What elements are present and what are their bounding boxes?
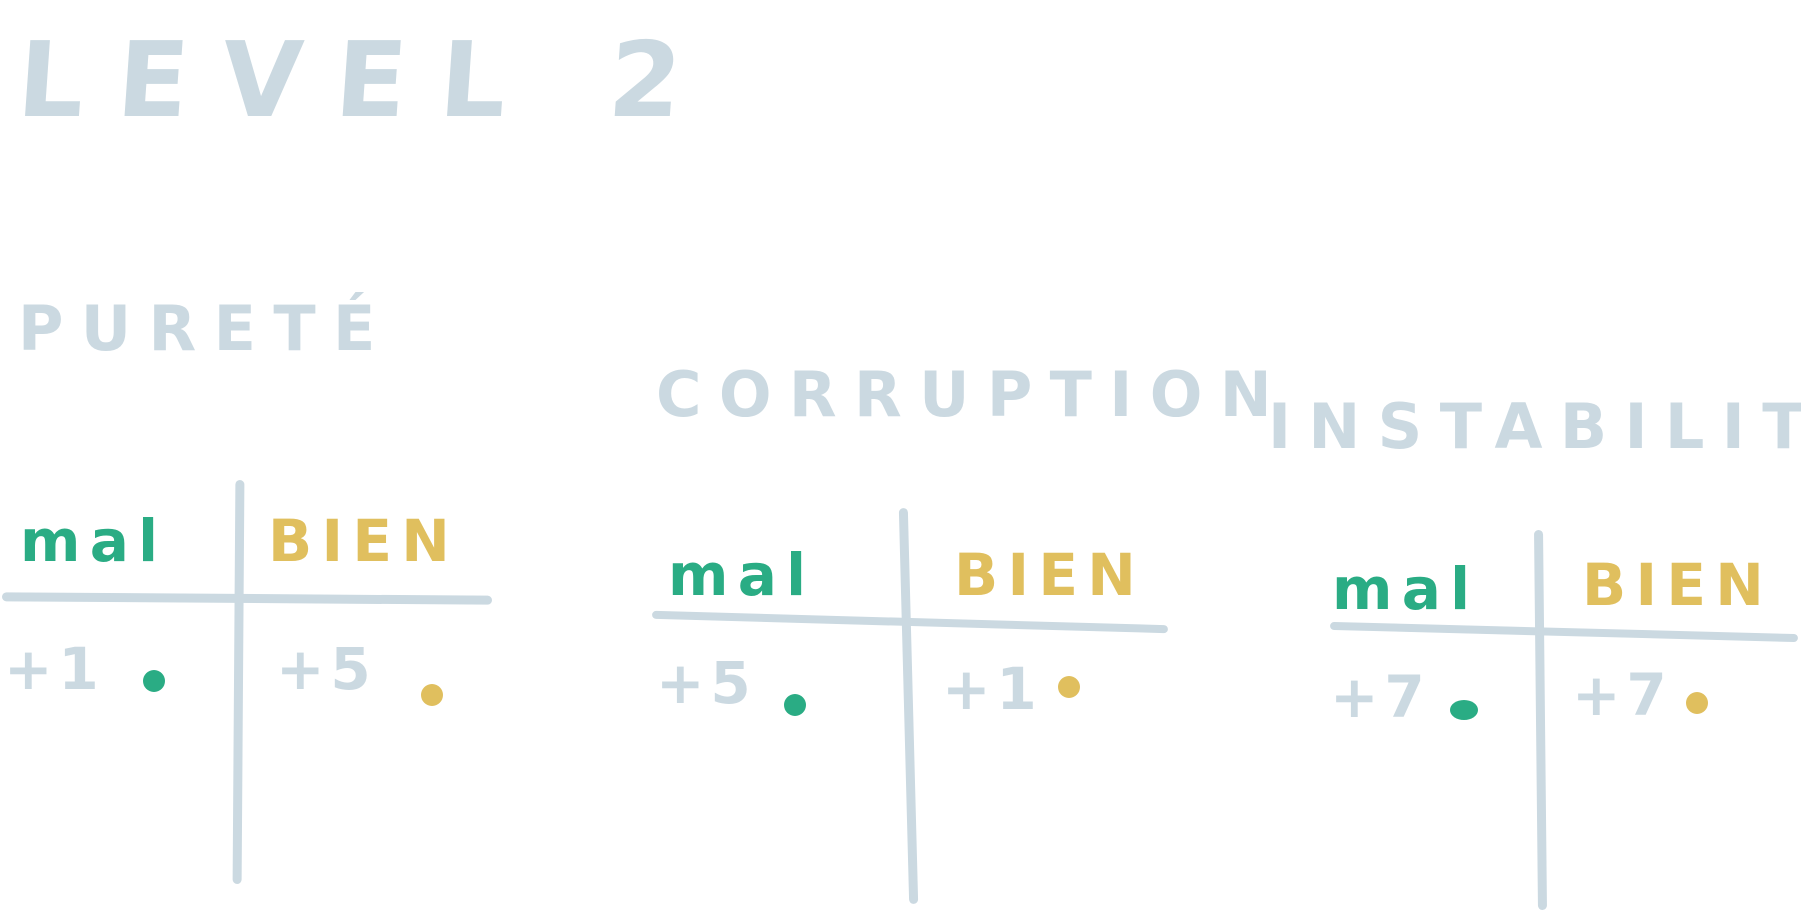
green-marker-dot [1450, 700, 1478, 720]
value-bien: +1 [942, 655, 1043, 723]
table-vertical-rule [232, 479, 245, 885]
green-marker-dot [784, 694, 806, 716]
value-bien: +7 [1572, 661, 1673, 729]
yellow-marker-dot [421, 684, 443, 706]
table-vertical-rule [898, 507, 919, 905]
value-mal: +1 [4, 635, 105, 703]
table-horizontal-rule [1329, 621, 1799, 643]
value-mal: +5 [656, 649, 757, 717]
table-horizontal-rule [1, 592, 493, 605]
column-header-bien: BIEN [954, 541, 1146, 609]
column-header-bien: BIEN [1582, 551, 1774, 619]
table-title: INSTABILITÉ [1268, 390, 1801, 463]
table-title: PURETÉ [18, 292, 393, 365]
page-title: LEVEL 2 [13, 19, 719, 141]
value-bien: +5 [276, 635, 377, 703]
column-header-mal: mal [20, 507, 168, 575]
value-mal: +7 [1330, 663, 1431, 731]
table-vertical-rule [1534, 529, 1547, 911]
yellow-marker-dot [1686, 692, 1708, 714]
column-header-mal: mal [1332, 555, 1480, 623]
column-header-mal: mal [668, 541, 816, 609]
table-title: CORRUPTION [656, 358, 1290, 431]
green-marker-dot [143, 670, 165, 692]
yellow-marker-dot [1058, 676, 1080, 698]
column-header-bien: BIEN [268, 507, 460, 575]
